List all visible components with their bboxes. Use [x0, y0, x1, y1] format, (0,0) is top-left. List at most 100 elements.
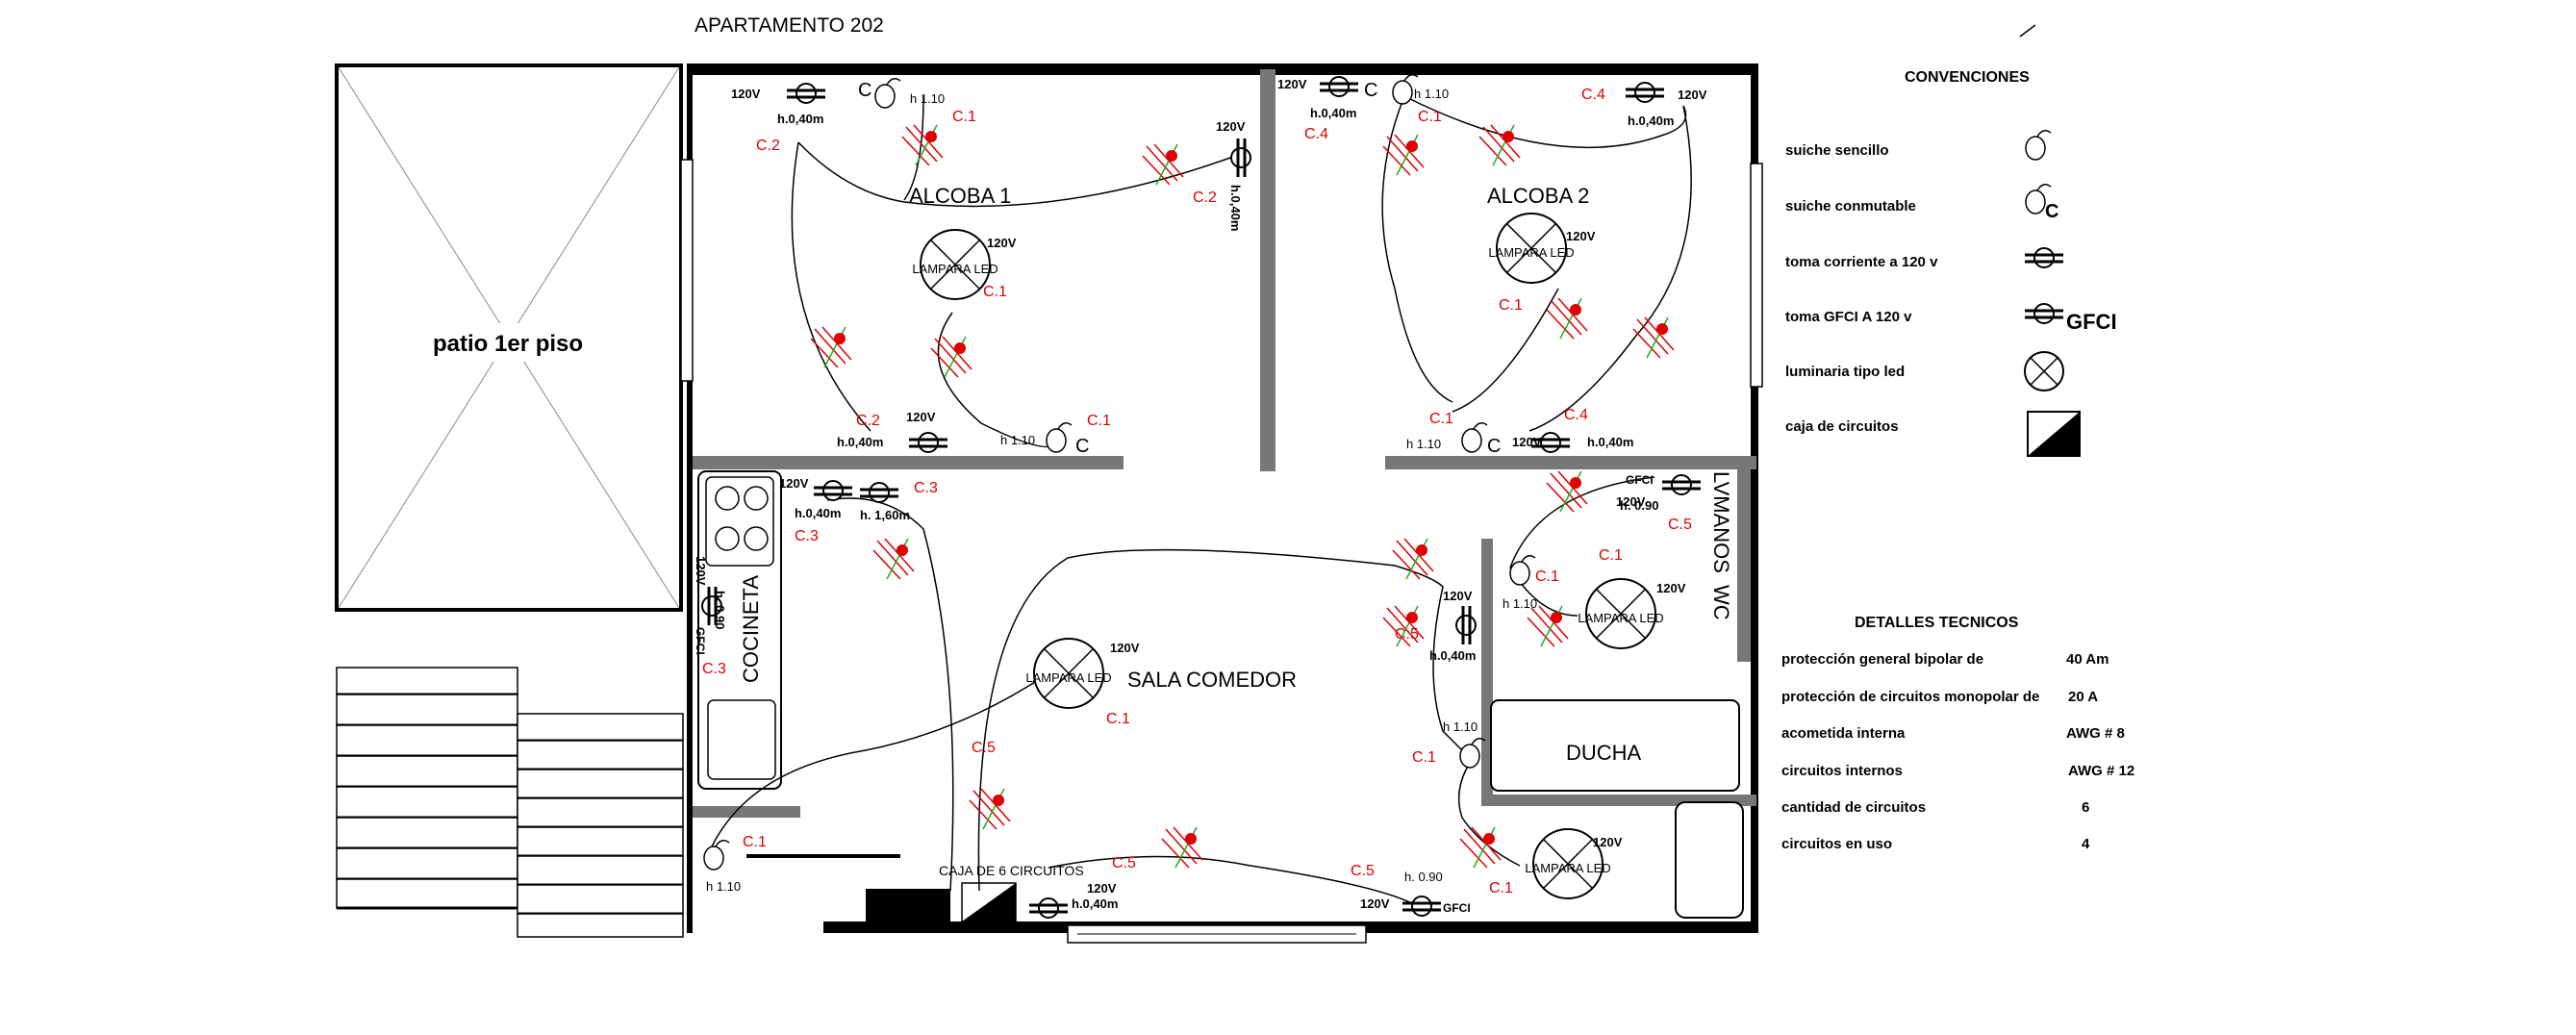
svg-text:h 1.10: h 1.10: [1414, 87, 1449, 101]
room-alcoba1: ALCOBA 1: [909, 184, 1011, 208]
svg-text:C.5: C.5: [1668, 517, 1692, 533]
svg-text:120V: 120V: [1656, 581, 1686, 595]
svg-text:C.5: C.5: [1351, 863, 1375, 879]
legend-item-outlet: toma corriente a 120 v: [1785, 246, 2065, 270]
svg-text:GFCI: GFCI: [2066, 310, 2117, 334]
plan-title: APARTAMENTO 202: [695, 14, 884, 37]
svg-text:C.1: C.1: [743, 834, 767, 850]
svg-text:120V: 120V: [1616, 494, 1646, 509]
svg-text:AWG # 8: AWG # 8: [2066, 725, 2125, 742]
svg-text:C.5: C.5: [1112, 855, 1136, 871]
volt-labels: 120V 120V 120V 120V 120V 120V 120V 120V …: [694, 77, 1707, 911]
svg-text:LAMPARA LED: LAMPARA LED: [1525, 861, 1610, 875]
patio: patio 1er piso: [335, 63, 683, 612]
svg-text:h.0,40m: h.0,40m: [1587, 435, 1633, 449]
svg-text:4: 4: [2082, 836, 2090, 852]
tech-details: DETALLES TECNICOS protección general bip…: [1781, 615, 2134, 852]
svg-text:h.0,40m: h.0,40m: [795, 506, 841, 520]
svg-text:120V: 120V: [1678, 88, 1707, 102]
legend-item-switch-3way: suiche conmutable C: [1785, 184, 2058, 222]
svg-text:h. 0.90: h. 0.90: [1620, 498, 1658, 513]
legend-title: CONVENCIONES: [1905, 69, 2030, 86]
svg-text:h. 1,60m: h. 1,60m: [860, 508, 910, 522]
legend-item-led: luminaria tipo led: [1785, 351, 2064, 391]
svg-text:C: C: [858, 80, 871, 101]
svg-text:120V: 120V: [779, 476, 809, 491]
svg-text:h 1.10: h 1.10: [706, 879, 741, 894]
svg-text:h 1.10: h 1.10: [1000, 433, 1035, 447]
svg-text:toma GFCI A 120 v: toma GFCI A 120 v: [1785, 309, 1912, 325]
svg-text:C.1: C.1: [952, 109, 976, 125]
svg-text:h 1.10: h 1.10: [910, 91, 945, 106]
svg-text:suiche sencillo: suiche sencillo: [1785, 142, 1889, 159]
svg-text:h 1.10: h 1.10: [1503, 596, 1537, 611]
svg-text:120V: 120V: [987, 236, 1017, 250]
svg-text:120V: 120V: [694, 556, 708, 586]
lamp-sala: LAMPARA LED: [1025, 638, 1112, 709]
svg-text:C.4: C.4: [1581, 87, 1605, 103]
svg-text:circuitos internos: circuitos internos: [1781, 763, 1903, 779]
legend: CONVENCIONES suiche sencillo suiche conm…: [1785, 69, 2117, 457]
svg-text:C.1: C.1: [1087, 413, 1111, 429]
details-title: DETALLES TECNICOS: [1855, 615, 2019, 631]
svg-text:h.0,40m: h.0,40m: [1228, 185, 1243, 231]
lamp-lavamanos: LAMPARA LED: [1578, 578, 1664, 649]
gfci-labels: GFCI GFCI GFCI: [694, 473, 1654, 915]
svg-text:GFCI: GFCI: [1443, 901, 1471, 915]
svg-text:h 1.10: h 1.10: [1443, 719, 1477, 734]
lamp-hall: LAMPARA LED: [1525, 828, 1611, 899]
c-switch-labels: C C C C: [858, 80, 1501, 457]
svg-text:h.0,40m: h.0,40m: [1628, 114, 1674, 128]
svg-text:luminaria tipo led: luminaria tipo led: [1785, 364, 1905, 380]
svg-text:C: C: [2045, 201, 2058, 222]
stray-mark: [2019, 24, 2036, 38]
room-cocineta: COCINETA: [739, 575, 763, 683]
svg-text:C.5: C.5: [972, 740, 996, 756]
svg-text:C.2: C.2: [856, 413, 880, 429]
svg-text:120V: 120V: [731, 87, 761, 101]
svg-text:C.1: C.1: [1599, 547, 1623, 564]
room-alcoba2: ALCOBA 2: [1487, 184, 1589, 208]
bathroom-fixtures: [1490, 699, 1744, 919]
svg-text:120V: 120V: [1110, 641, 1140, 655]
legend-item-box: caja de circuitos: [1785, 411, 2081, 457]
room-wc: WC: [1709, 585, 1733, 620]
svg-text:120V: 120V: [1443, 589, 1473, 603]
height-labels: h 1.10 h 1.10 h 1.10 h 1.10 h 1.10 h 1.1…: [706, 87, 1674, 911]
caja-label: CAJA DE 6 CIRCUITOS: [939, 863, 1084, 878]
svg-text:C.2: C.2: [756, 138, 780, 154]
svg-text:h 1.10: h 1.10: [1406, 437, 1441, 451]
svg-text:40 Am: 40 Am: [2066, 651, 2109, 668]
circuit-labels: C.1 C.1 C.1 C.1 C.1 C.1 C.1 C.1 C.1 C.1 …: [702, 87, 1692, 896]
svg-text:120V: 120V: [906, 410, 936, 424]
room-lvmanos: LVMANOS: [1709, 471, 1733, 573]
svg-text:120V: 120V: [1277, 77, 1307, 91]
switches: [703, 74, 1536, 871]
svg-text:C.4: C.4: [1304, 126, 1328, 142]
svg-text:120V: 120V: [1216, 119, 1246, 134]
svg-text:C.1: C.1: [1418, 109, 1442, 125]
lamp-alcoba1: LAMPARA LED: [912, 229, 998, 300]
svg-text:120V: 120V: [1593, 835, 1623, 849]
svg-text:C: C: [1075, 436, 1089, 457]
svg-text:C.1: C.1: [1106, 711, 1130, 727]
svg-text:120V: 120V: [1360, 896, 1390, 911]
svg-text:120V: 120V: [1566, 229, 1596, 243]
svg-text:h.0,40m: h.0,40m: [1429, 648, 1476, 663]
svg-text:toma corriente a 120 v: toma corriente a 120 v: [1785, 254, 1938, 270]
svg-text:C.1: C.1: [1499, 297, 1523, 314]
svg-text:LAMPARA LED: LAMPARA LED: [1578, 611, 1663, 625]
svg-text:LAMPARA LED: LAMPARA LED: [1025, 670, 1111, 685]
svg-text:suiche conmutable: suiche conmutable: [1785, 198, 1916, 215]
room-ducha: DUCHA: [1566, 741, 1642, 765]
circuit-box: [961, 882, 1017, 922]
svg-text:C.1: C.1: [1535, 568, 1559, 585]
svg-text:C.1: C.1: [983, 284, 1007, 300]
svg-text:C.3: C.3: [702, 661, 726, 677]
svg-text:LAMPARA LED: LAMPARA LED: [912, 262, 998, 276]
legend-item-gfci: toma GFCI A 120 v GFCI: [1785, 302, 2117, 334]
svg-text:circuitos en uso: circuitos en uso: [1781, 836, 1892, 852]
svg-text:120V: 120V: [1512, 435, 1542, 449]
svg-text:C: C: [1487, 436, 1501, 457]
svg-text:C.3: C.3: [914, 480, 938, 496]
